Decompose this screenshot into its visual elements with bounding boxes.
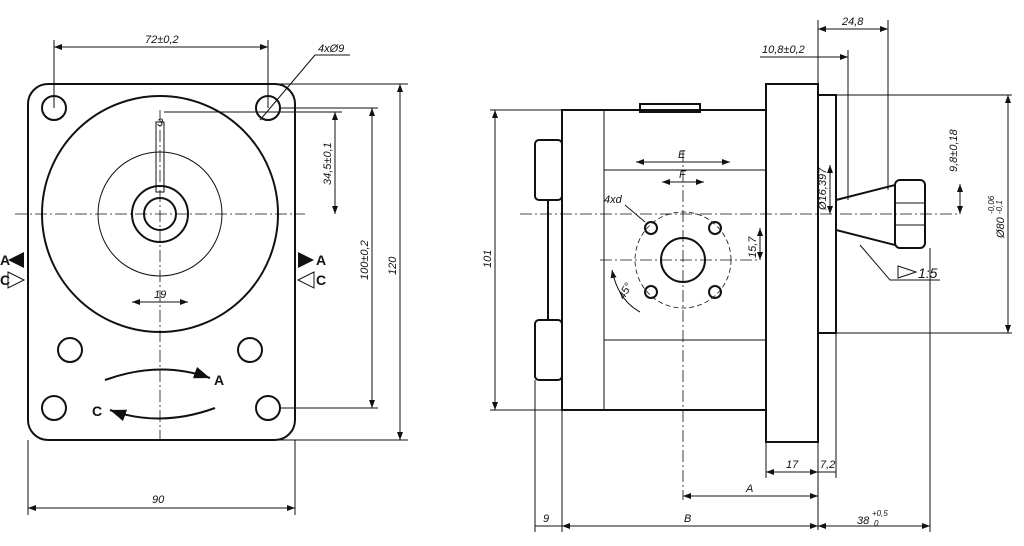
dim-pilot: Ø80	[995, 216, 1007, 239]
dim-17: 17	[786, 459, 799, 471]
dim-a: A	[745, 483, 753, 495]
dim-ports: 4xd	[604, 194, 623, 206]
dim-7-2: 7,2	[820, 459, 835, 471]
dim-9: 9	[543, 513, 549, 525]
rotation-c-label: C	[92, 403, 102, 419]
dim-angle: 45°	[616, 281, 635, 302]
port-a-label-right: A	[316, 252, 326, 268]
port-c-label: C	[0, 272, 10, 288]
dim-holes: 4xØ9	[318, 43, 344, 55]
dim-72: 72±0,2	[145, 34, 179, 46]
dim-key-height: 34,5±0,1	[322, 142, 334, 185]
dim-15-7: 15,7	[747, 236, 759, 258]
dim-cone-dia: Ø16,397	[817, 167, 829, 211]
dim-120: 120	[387, 256, 399, 275]
dim-key: 3	[157, 117, 164, 129]
taper-ratio: 1:5	[918, 265, 938, 281]
port-c-label-right: C	[316, 272, 326, 288]
rotation-a-label: A	[214, 372, 224, 388]
pilot-tol-upper: -0,06	[987, 195, 996, 214]
dim-b: B	[684, 513, 691, 525]
front-view: 72±0,2 4xØ9 3 19 90 34,5±0,1 100±0,2 120…	[0, 34, 408, 515]
dim-width: 90	[152, 494, 165, 506]
dim-10-8: 10,8±0,2	[762, 44, 805, 56]
tol-38-upper: +0,5	[872, 509, 888, 518]
dim-shaft: 19	[154, 289, 166, 301]
dim-101: 101	[482, 250, 494, 268]
mounting-holes	[41, 95, 281, 421]
port-a-label: A	[0, 252, 10, 268]
pilot-tol-lower: -0,1	[995, 200, 1004, 214]
dim-e: E	[678, 149, 686, 161]
dim-thread: 9,8±0,18	[948, 128, 960, 172]
tol-38-lower: 0	[874, 519, 879, 528]
side-view: 101 E F 4xd 15,7 45° Ø16,397 9,8±0,18 Ø8…	[482, 16, 1012, 532]
dim-24-8: 24,8	[841, 16, 864, 28]
dim-f: F	[679, 169, 687, 181]
dim-100: 100±0,2	[359, 240, 371, 280]
dim-38: 38	[857, 515, 870, 527]
